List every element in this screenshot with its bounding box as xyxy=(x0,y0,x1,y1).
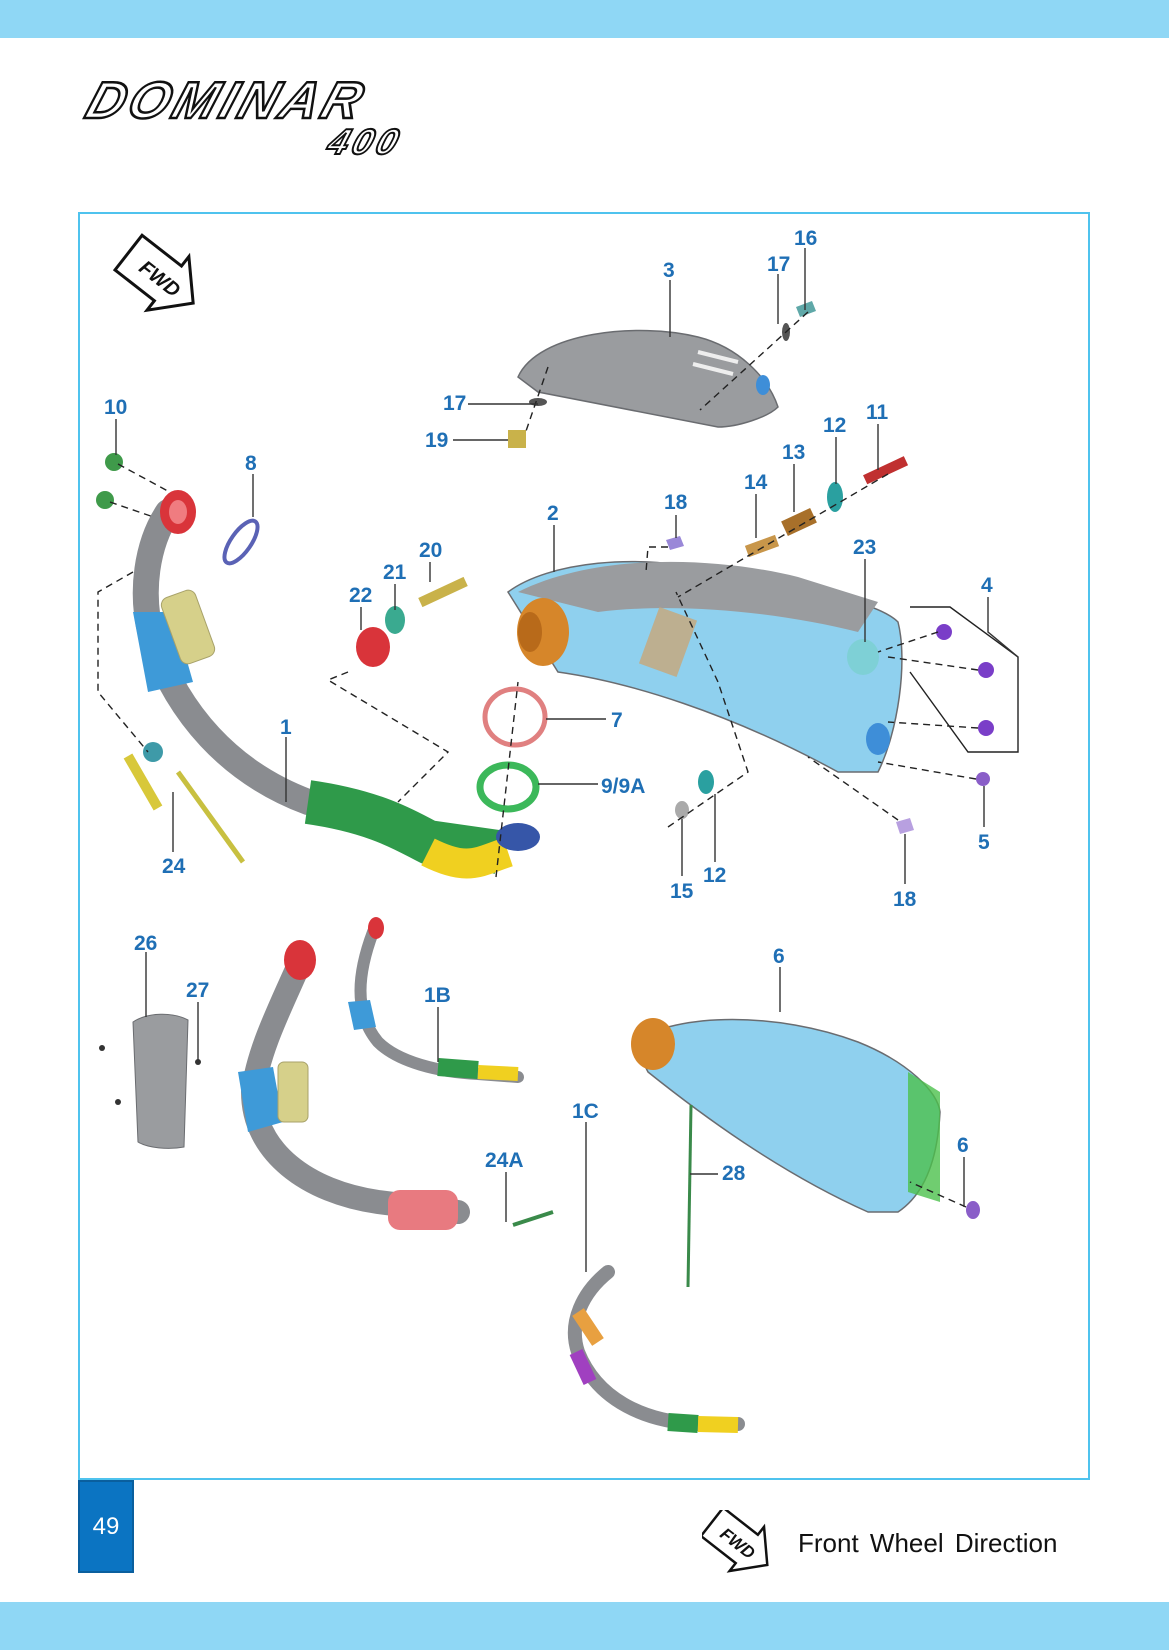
callout-1: 1 xyxy=(280,716,292,739)
screw-27-a xyxy=(99,1045,105,1051)
bolts-group-4-bracket xyxy=(909,606,1019,753)
callout-16: 16 xyxy=(794,227,817,250)
washer-12-bottom xyxy=(698,770,714,794)
sensor-24a xyxy=(512,1210,554,1227)
clamp-7 xyxy=(482,686,548,748)
sensor-24 xyxy=(123,753,163,811)
front-wheel-direction-label: Front Wheel Direction xyxy=(798,1528,1058,1558)
callout-8: 8 xyxy=(245,452,257,475)
callout-12-bottom: 12 xyxy=(703,864,726,887)
callout-12-top: 12 xyxy=(823,414,846,437)
callout-18-top: 18 xyxy=(664,491,688,514)
callout-19: 19 xyxy=(425,429,448,452)
callout-22: 22 xyxy=(349,584,372,607)
heat-shield-cover xyxy=(517,329,779,428)
callout-26: 26 xyxy=(134,932,157,955)
callout-9-9a: 9/9A xyxy=(601,775,645,798)
bolt-5 xyxy=(976,772,990,786)
exhaust-header-pipe xyxy=(132,490,540,879)
bottom-color-band xyxy=(0,1602,1169,1650)
spacer-13 xyxy=(781,507,817,537)
grommet-22 xyxy=(356,627,390,667)
logo-number: 400 xyxy=(322,122,408,162)
clip-18-bottom xyxy=(896,818,914,834)
sensor-24-nut xyxy=(143,742,163,762)
callout-1b: 1B xyxy=(424,984,451,1007)
bolt-11 xyxy=(863,456,909,485)
dominar-400-logo: DOMINAR 400 xyxy=(78,72,409,162)
header-pipe-variant xyxy=(238,940,470,1230)
header-pipe-1b xyxy=(348,917,524,1083)
callout-3: 3 xyxy=(663,259,675,282)
bolt-4c xyxy=(978,720,994,736)
callout-24a: 24A xyxy=(485,1149,524,1172)
exploded-parts-diagram: FWD xyxy=(96,227,1019,1433)
callout-28: 28 xyxy=(722,1162,746,1185)
muffler-assembly xyxy=(506,560,903,773)
nut-10-b xyxy=(96,491,114,509)
clip-18-top xyxy=(666,536,684,550)
rod-28 xyxy=(686,1104,693,1288)
o-ring-8 xyxy=(222,518,260,566)
washer-15 xyxy=(675,801,689,819)
bolt-16 xyxy=(796,301,816,317)
bolt-4a xyxy=(936,624,952,640)
callout-6-top: 6 xyxy=(773,945,785,968)
screw-27-c xyxy=(115,1099,121,1105)
bolt-19 xyxy=(508,430,526,448)
callout-17-top: 17 xyxy=(767,253,790,276)
callout-27: 27 xyxy=(186,979,209,1002)
washer-17-left xyxy=(529,398,547,406)
fwd-legend-icon: FWD xyxy=(702,1510,769,1573)
logo-word: DOMINAR xyxy=(79,72,374,130)
callout-14: 14 xyxy=(744,471,768,494)
spacer-14 xyxy=(744,534,780,558)
callout-24: 24 xyxy=(162,855,186,878)
washer-12-top xyxy=(827,482,843,512)
callout-4: 4 xyxy=(981,574,993,597)
page-number: 49 xyxy=(78,1480,134,1573)
callout-6-right: 6 xyxy=(957,1134,969,1157)
top-color-band xyxy=(0,0,1169,38)
callout-7: 7 xyxy=(611,709,623,732)
bolt-20 xyxy=(418,576,468,608)
callout-10: 10 xyxy=(104,396,127,419)
callout-21: 21 xyxy=(383,561,407,584)
gasket-9 xyxy=(476,761,540,813)
callout-20: 20 xyxy=(419,539,442,562)
heat-guard-26 xyxy=(132,1013,189,1149)
callout-15: 15 xyxy=(670,880,694,903)
callout-18-bottom: 18 xyxy=(893,888,917,911)
muffler-variant-6 xyxy=(631,1018,980,1219)
callout-11: 11 xyxy=(866,401,889,424)
diagram-frame xyxy=(78,212,1090,1480)
header-pipe-1c xyxy=(567,1265,745,1433)
callout-23: 23 xyxy=(853,536,876,559)
callout-5: 5 xyxy=(978,831,990,854)
callout-1c: 1C xyxy=(572,1100,599,1123)
bolt-6 xyxy=(966,1201,980,1219)
nut-10-a xyxy=(105,453,123,471)
callout-13: 13 xyxy=(782,441,805,464)
bolt-4b xyxy=(978,662,994,678)
fwd-arrow-badge: FWD xyxy=(112,233,195,313)
callout-17-left: 17 xyxy=(443,392,466,415)
callout-2: 2 xyxy=(547,502,559,525)
washer-21 xyxy=(385,606,405,634)
